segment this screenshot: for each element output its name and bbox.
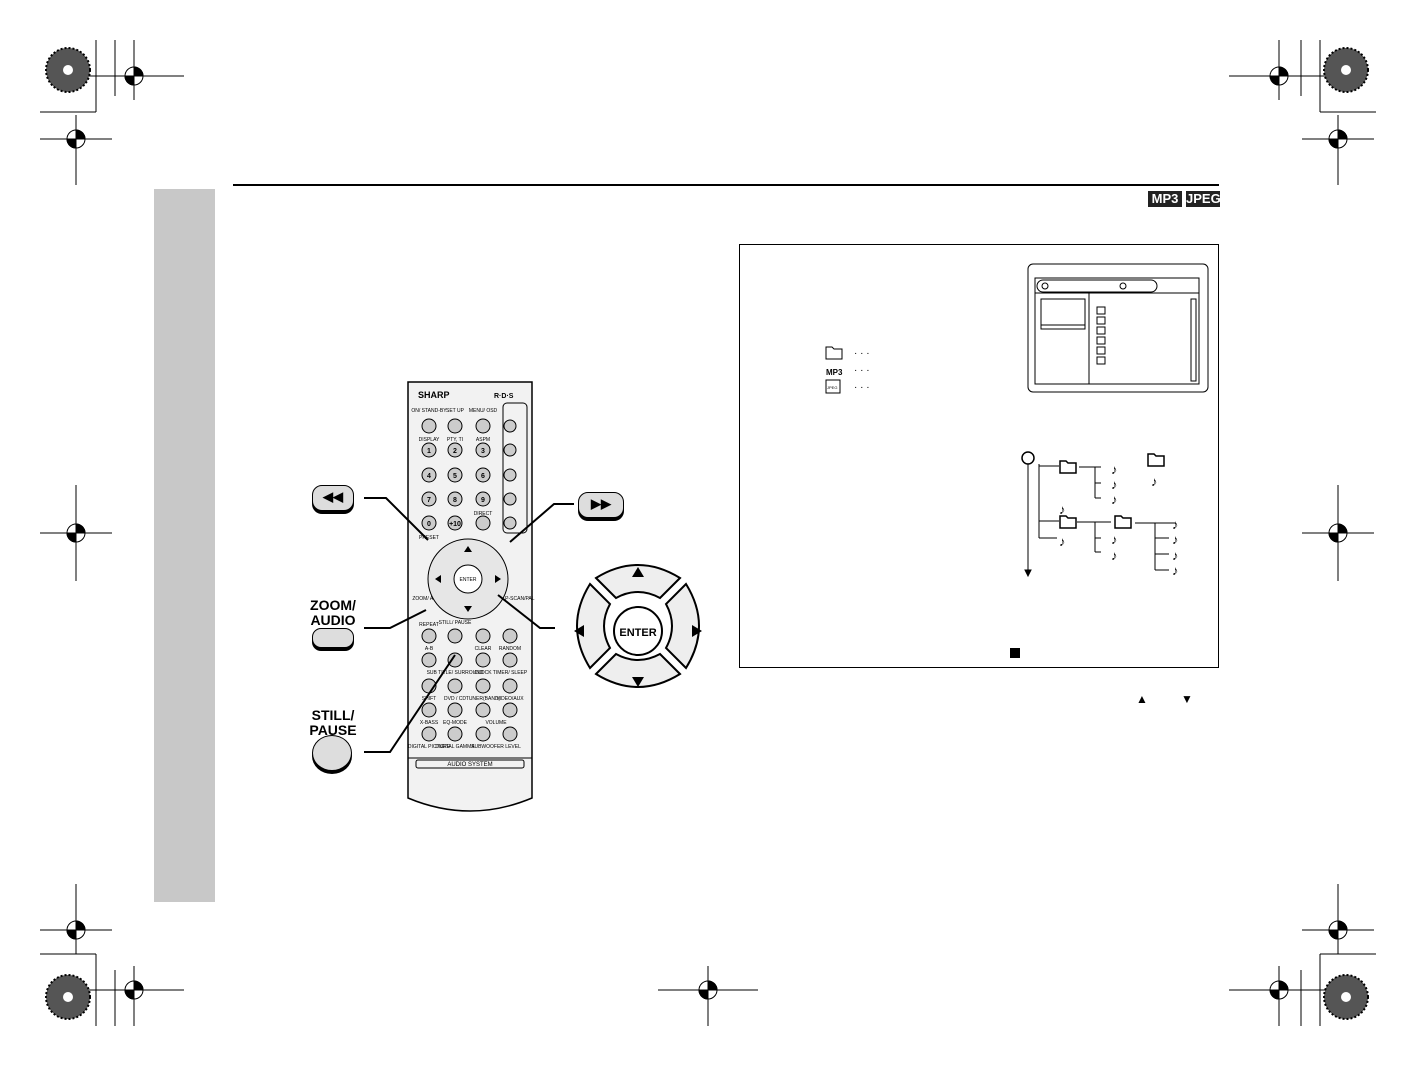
svg-text:EQ-MODE: EQ-MODE: [443, 720, 468, 726]
svg-text:♪: ♪: [1172, 517, 1179, 532]
callout-lines: [364, 497, 574, 753]
folder-tree-diagram: ♪♪♪ ♪ ♪♪ ♪♪ ♪♪♪♪: [1021, 451, 1179, 578]
jpeg-icon: [825, 379, 841, 394]
svg-text:STILL/ PAUSE: STILL/ PAUSE: [439, 620, 472, 626]
fast-forward-icon: ▶▶: [591, 496, 611, 511]
mp3-badge: MP3: [1148, 191, 1182, 207]
svg-text:DIGITAL PICTURE: DIGITAL PICTURE: [408, 744, 451, 750]
svg-text:SET UP: SET UP: [446, 408, 465, 414]
svg-text:RANDOM: RANDOM: [499, 646, 521, 652]
folder-icon: [1059, 460, 1077, 474]
svg-text:· · ·: · · ·: [854, 382, 870, 393]
svg-text:ZOOM/ AUDIO: ZOOM/ AUDIO: [412, 596, 445, 602]
header-rule: [233, 184, 1219, 186]
svg-text:DISPLAY: DISPLAY: [419, 437, 440, 443]
stop-icon: [1010, 648, 1020, 658]
svg-text:8: 8: [453, 497, 457, 504]
svg-text:♪: ♪: [1172, 532, 1179, 547]
info-box: [739, 244, 1219, 668]
left-arrow-icon: [574, 625, 584, 637]
icon-legend: MP3 JPEG · · · · · · · · ·: [825, 346, 870, 394]
jpeg-badge: JPEG: [1186, 191, 1221, 207]
svg-text:♪: ♪: [1059, 534, 1066, 549]
svg-text:7: 7: [427, 497, 431, 504]
svg-text:2: 2: [453, 448, 457, 455]
svg-text:♪: ♪: [1172, 563, 1179, 578]
rewind-button[interactable]: ◀◀: [312, 485, 354, 511]
still-pause-button[interactable]: [312, 735, 352, 771]
rds-logo: R·D·S: [494, 393, 514, 400]
svg-text:♪: ♪: [1151, 474, 1158, 489]
svg-text:SHIFT: SHIFT: [422, 696, 436, 702]
svg-text:CLOCK: CLOCK: [474, 670, 492, 676]
svg-text:♪: ♪: [1172, 548, 1179, 563]
svg-text:DVD / CD: DVD / CD: [444, 696, 466, 702]
svg-text:MENU/ OSD: MENU/ OSD: [469, 408, 498, 414]
up-triangle-icon: ▲: [1136, 692, 1148, 706]
svg-text:DIRECT: DIRECT: [474, 511, 493, 517]
rewind-icon: ◀◀: [323, 489, 343, 504]
folder-icon: [825, 346, 843, 360]
svg-text:+10: +10: [449, 521, 461, 528]
svg-text:TIMER/ SLEEP: TIMER/ SLEEP: [493, 670, 528, 676]
svg-text:9: 9: [481, 497, 485, 504]
svg-text:3: 3: [481, 448, 485, 455]
zoom-audio-button[interactable]: [312, 628, 354, 648]
svg-text:5: 5: [453, 473, 457, 480]
folder-icon: [1059, 515, 1077, 529]
up-arrow-icon: [632, 567, 644, 577]
svg-text:ON/ STAND-BY: ON/ STAND-BY: [411, 408, 447, 414]
svg-text:X-BASS: X-BASS: [420, 720, 439, 726]
svg-text:4: 4: [427, 473, 431, 480]
folder-icon: [1147, 453, 1165, 467]
svg-text:6: 6: [481, 473, 485, 480]
fast-forward-button[interactable]: ▶▶: [578, 492, 624, 518]
svg-text:♪: ♪: [1059, 502, 1066, 517]
remote-footer: AUDIO SYSTEM: [447, 762, 492, 768]
svg-text:1: 1: [427, 448, 431, 455]
svg-text:♪: ♪: [1111, 532, 1118, 547]
svg-text:PRESET: PRESET: [419, 535, 439, 541]
svg-text:REPEAT: REPEAT: [419, 622, 439, 628]
zoom-audio-label: ZOOM/AUDIO: [310, 597, 356, 628]
svg-text:VOLUME: VOLUME: [485, 720, 507, 726]
svg-text:♪: ♪: [1111, 548, 1118, 563]
section-tab-bar: [154, 189, 215, 902]
down-triangle-icon: ▼: [1181, 692, 1193, 706]
svg-text:♪: ♪: [1111, 492, 1118, 507]
remote-brand: SHARP: [418, 390, 450, 400]
remote-control: SHARP R·D·S ON/ STAND-BY SET UP MENU/ OS…: [407, 381, 535, 812]
svg-text:JPEG: JPEG: [827, 385, 837, 390]
svg-text:· · ·: · · ·: [854, 365, 870, 376]
svg-text:♪: ♪: [1111, 477, 1118, 492]
down-arrow-icon: [632, 677, 644, 687]
osd-screen-thumbnail: [1027, 263, 1209, 393]
mp3-icon: MP3: [826, 368, 843, 377]
svg-text:CLEAR: CLEAR: [475, 646, 492, 652]
svg-text:· · ·: · · ·: [854, 348, 870, 359]
svg-text:ANGLE/ P-SCAN/PAL: ANGLE/ P-SCAN/PAL: [485, 596, 534, 602]
still-pause-label: STILL/PAUSE: [309, 707, 357, 738]
folder-icon: [1114, 515, 1132, 529]
right-arrow-icon: [692, 625, 702, 637]
cursor-pad[interactable]: ENTER: [560, 548, 716, 704]
svg-text:PTY, TI: PTY, TI: [447, 437, 463, 443]
svg-text:ASPM: ASPM: [476, 437, 490, 443]
svg-text:DIGITAL GAMMA: DIGITAL GAMMA: [435, 744, 475, 750]
enter-label: ENTER: [619, 627, 656, 639]
svg-text:TUNER(BAND): TUNER(BAND): [466, 696, 501, 702]
svg-text:SUB TITLE/ SURROUND: SUB TITLE/ SURROUND: [427, 670, 484, 676]
svg-text:VIDEO/AUX: VIDEO/AUX: [496, 696, 524, 702]
svg-text:ENTER: ENTER: [460, 577, 477, 583]
svg-text:0: 0: [427, 521, 431, 528]
svg-text:♪: ♪: [1111, 462, 1118, 477]
svg-text:A-B: A-B: [425, 646, 434, 652]
svg-text:SUBWOOFER LEVEL: SUBWOOFER LEVEL: [471, 744, 521, 750]
